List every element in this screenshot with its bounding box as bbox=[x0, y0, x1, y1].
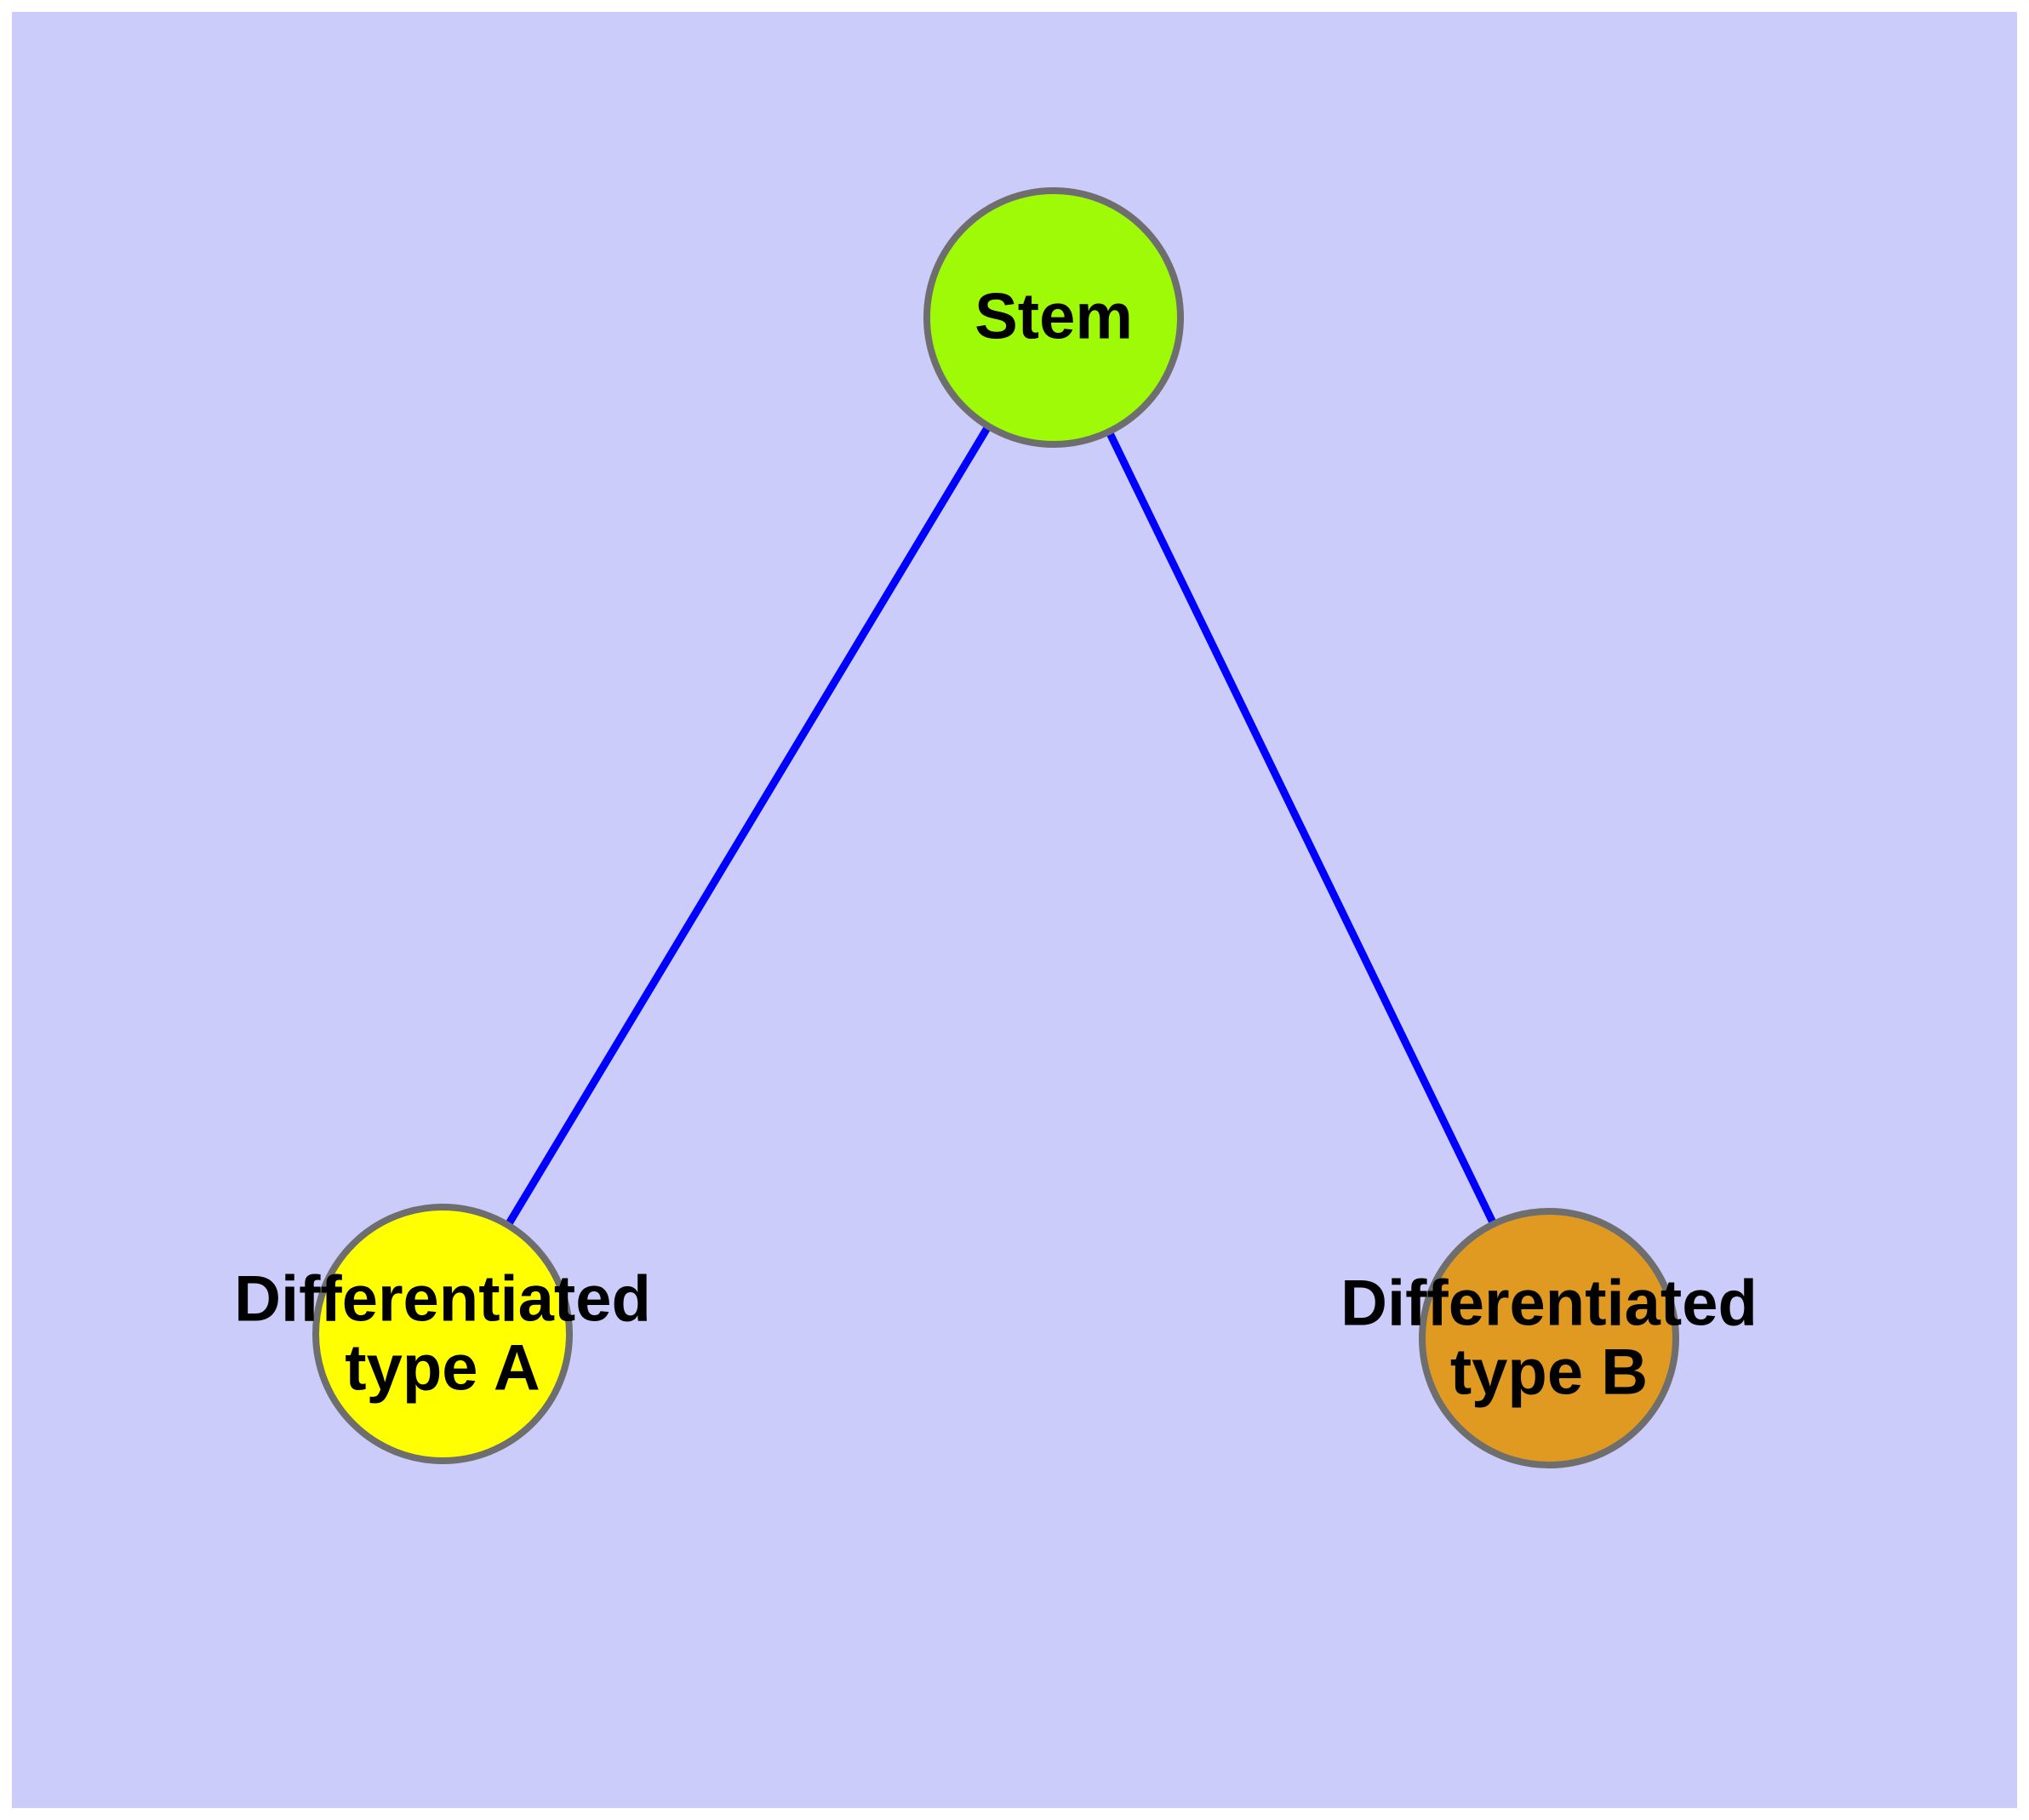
node-differentiated-type-a[interactable] bbox=[312, 1204, 573, 1464]
node-differentiated-type-b[interactable] bbox=[1419, 1208, 1679, 1468]
nodes-layer bbox=[312, 187, 1679, 1468]
edges-layer bbox=[439, 315, 1553, 1340]
node-stem[interactable] bbox=[923, 187, 1184, 448]
edge-stem-to-differentiated-type-a[interactable] bbox=[439, 315, 1057, 1336]
edge-stem-to-differentiated-type-b[interactable] bbox=[1049, 316, 1553, 1340]
